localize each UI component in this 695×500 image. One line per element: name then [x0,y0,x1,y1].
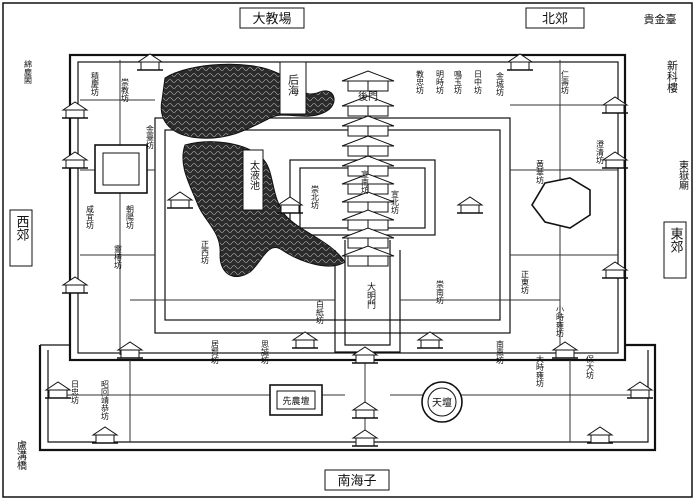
lake-south-label-box [242,149,264,211]
palace-hall [341,245,395,267]
district-label: 金城坊 [496,71,505,97]
district-label: 小時雍坊 [556,305,565,338]
district-label: 鳴玉坊 [454,69,463,95]
label-box-bottom-center: 南海子 [324,469,390,491]
gate-tower [166,191,194,209]
district-label: 教忠坊 [416,69,425,95]
imperial-city-inner-line [164,129,501,321]
district-label: 保大坊 [586,354,595,380]
svg-text:東郊: 東郊 [668,226,684,253]
district-label: 朝陽坊 [126,205,135,230]
imperial-city-wall [154,117,511,334]
gate-tower [586,426,614,444]
gate-tower [61,276,89,294]
district-label: 思誠坊 [261,340,270,365]
inner-city-wall [68,53,627,362]
west-square-tower [94,144,148,194]
district-label: 靈椿坊 [114,245,123,270]
gate-tower [291,331,319,349]
svg-text:大教場: 大教場 [252,11,291,27]
palace-halls [341,70,395,267]
district-label: 正東坊 [521,270,530,295]
district-label: 仁壽坊 [561,69,570,95]
district-label: 正西坊 [201,240,210,265]
label-right-small: 東嶽廟 [677,159,689,191]
gate-tower [136,53,164,71]
svg-text:北郊: 北郊 [542,11,568,27]
svg-text:天壇: 天壇 [432,396,452,409]
district-label: 宣北坊 [391,189,400,215]
outer-city-wall [38,343,657,452]
palace-hall [341,70,395,92]
label-box-top-center: 大教場 [239,7,305,29]
lake-north-label-box [279,61,307,115]
gate-tower [601,96,629,114]
gate-tower [416,331,444,349]
label-corner-top-right: 貴金臺 [644,12,677,26]
central-avenue [344,240,391,346]
label-box-top-right: 北郊 [525,7,585,29]
inner-city-wall-inner-line [77,61,619,354]
district-label: 積慶坊 [91,71,100,97]
gate-towers [44,53,654,447]
gate-tower [276,196,304,214]
gate-tower [44,381,72,399]
gate-tower [61,101,89,119]
svg-text:南海子: 南海子 [337,473,376,489]
label-corner-bottom-left: 盧溝橋 [15,439,27,471]
district-label: 澄清坊 [596,139,605,165]
gate-tower [601,151,629,169]
palace-hall [341,227,395,249]
gate-tower [456,196,484,214]
gate-tower [506,53,534,71]
district-label: 崇南坊 [436,280,445,305]
district-label: 白紙坊 [316,299,325,325]
lake-south-label: 太液池 [248,159,260,190]
district-label: 居賢坊 [211,340,220,365]
gate-tower [91,426,119,444]
district-labels: 積慶坊 崇教坊金臺坊 教忠坊 明時坊鳴玉坊 日中坊 金城坊咸宜坊 朝陽坊靈椿坊 仁壽坊黃華坊 澄… [71,69,605,421]
gate-tower [351,346,379,364]
gate-tower [61,151,89,169]
label-right-upper: 新科樓 [666,59,679,94]
district-label: 日忠坊 [71,380,80,405]
palace-hall [341,209,395,231]
palace-hall [341,115,395,137]
svg-text:先農壇: 先農壇 [282,395,309,407]
district-label: 金臺坊 [146,124,155,150]
district-label: 崇教坊 [121,78,130,103]
label-box-left-middle: 西郊 [9,209,33,267]
gate-tower [351,401,379,419]
label-corner-top-left: 綿塵閣 [24,59,33,85]
front-gate-label: 大明門 [365,281,376,310]
gate-tower [601,261,629,279]
gate-tower [116,341,144,359]
district-label: 宣南坊 [361,169,370,195]
east-octagon-tower [531,177,591,229]
temple-of-agriculture: 先農壇 [269,384,323,416]
north-gate-label: 後門 [358,90,378,103]
district-label: 昭回靖恭坊 [101,380,110,421]
district-label: 大時雍坊 [536,354,545,388]
district-label: 明時坊 [436,70,445,95]
district-label: 日中坊 [474,70,483,95]
district-label: 咸宜坊 [86,204,95,230]
district-label: 南熏坊 [496,339,505,365]
gate-tower [351,429,379,447]
district-label: 崇北坊 [311,185,320,210]
temple-of-heaven: 天壇 [421,381,463,423]
gate-tower [626,381,654,399]
svg-text:西郊: 西郊 [14,215,30,241]
lake-north-label: 后海 [287,74,300,97]
district-label: 黃華坊 [536,159,545,185]
label-box-right-middle: 東郊 [663,221,687,279]
gate-tower [551,341,579,359]
lake-south [182,141,346,277]
